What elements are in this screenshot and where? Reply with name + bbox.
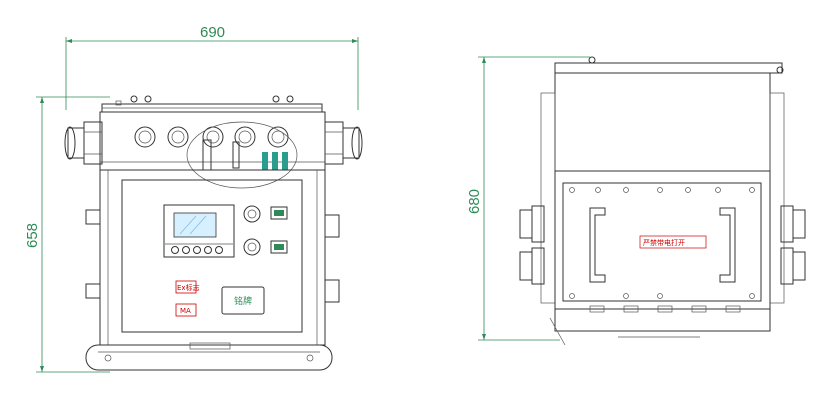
side-height-label: 680 (466, 189, 483, 214)
side-view: 680 (466, 56, 806, 346)
front-right-cable-gland (324, 121, 363, 165)
side-upper-chamber (540, 72, 785, 304)
mc-mark-text: MA (180, 307, 191, 315)
front-width-dimension: 690 (65, 24, 359, 110)
side-cover-plate: 严禁带电打开 (554, 170, 771, 310)
front-width-label: 690 (200, 24, 225, 41)
front-top-lid (101, 95, 323, 113)
side-bottom-base (549, 305, 771, 346)
front-control-panel (163, 204, 235, 258)
side-top-lid (554, 56, 784, 74)
front-left-cable-gland (64, 121, 103, 165)
side-height-dimension: 680 (466, 56, 590, 341)
front-knobs (243, 205, 288, 256)
front-view: 690 658 (24, 24, 363, 373)
front-base-skid (85, 342, 333, 371)
front-junction-chamber (99, 111, 326, 189)
front-height-dimension: 658 (24, 96, 110, 373)
warning-text: 严禁带电打开 (643, 238, 685, 247)
front-height-label: 658 (24, 223, 41, 248)
side-right-glands (780, 205, 806, 285)
front-mc-label: MA (175, 303, 197, 317)
ex-mark-text: Ex标志 (177, 283, 200, 292)
front-ex-label: Ex标志 (175, 280, 200, 294)
nameplate-text: 铭牌 (234, 295, 252, 307)
side-left-glands (519, 205, 545, 285)
front-nameplate: 铭牌 (221, 286, 265, 315)
